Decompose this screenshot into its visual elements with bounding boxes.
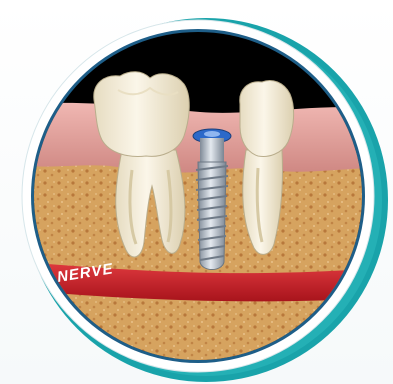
implant-diagram: NERVE — [0, 0, 393, 384]
implant-illustration-panel: NERVE — [0, 0, 393, 384]
